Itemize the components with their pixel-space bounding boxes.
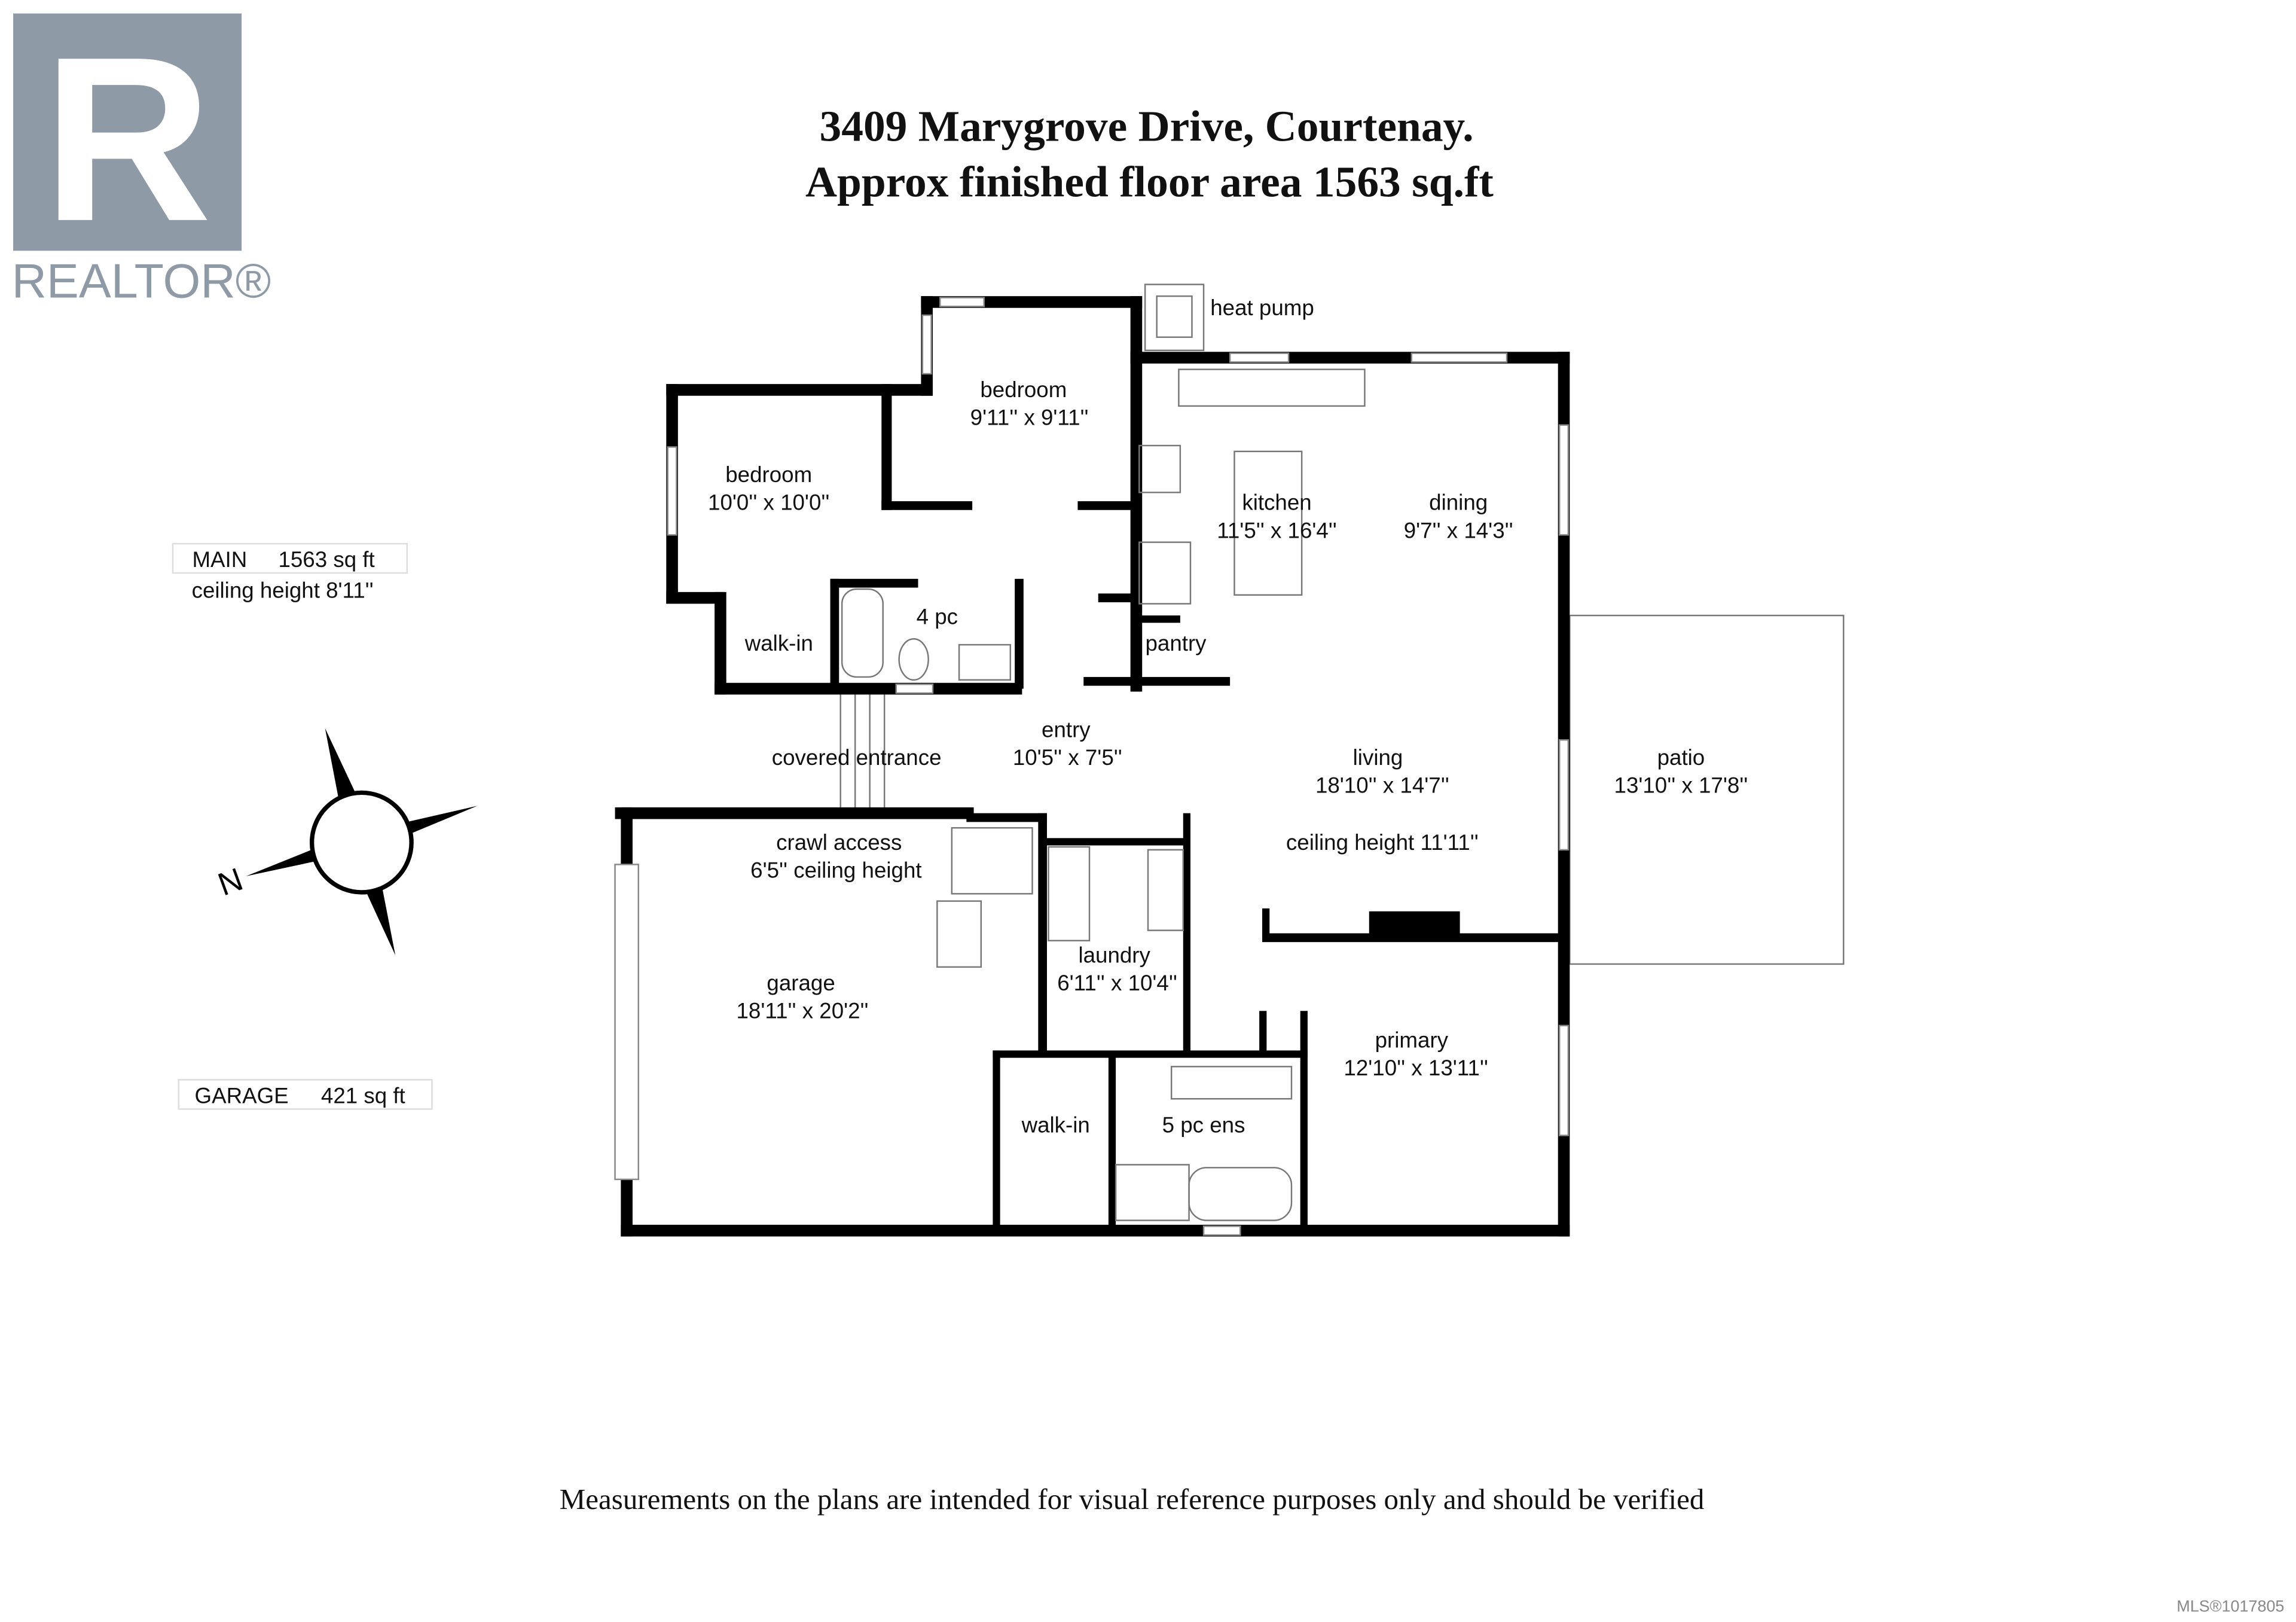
logo-text: REALTOR® xyxy=(12,255,271,309)
dims-bedroom2: 9'11'' x 9'11'' xyxy=(970,406,1089,430)
dims-living: 18'10'' x 14'7'' xyxy=(1315,773,1449,797)
label-heat-pump: heat pump xyxy=(1210,295,1314,320)
label-patio: patio xyxy=(1657,745,1705,770)
legend-garage-label: GARAGE xyxy=(195,1084,289,1108)
legend-main-label: MAIN xyxy=(192,547,247,572)
realtor-logo: R REALTOR® xyxy=(12,8,271,309)
label-entry: entry xyxy=(1042,717,1091,742)
dims-entry: 10'5'' x 7'5'' xyxy=(1013,745,1122,770)
label-primary: primary xyxy=(1375,1028,1449,1053)
disclaimer: Measurements on the plans are intended f… xyxy=(560,1483,1705,1516)
living-ceiling: ceiling height 11'11'' xyxy=(1286,830,1479,855)
dims-kitchen: 11'5'' x 16'4'' xyxy=(1217,518,1337,542)
dims-bedroom1: 10'0'' x 10'0'' xyxy=(708,490,829,515)
dims-patio: 13'10'' x 17'8'' xyxy=(1614,773,1748,797)
legend-garage-area: 421 sq ft xyxy=(321,1084,405,1108)
label-bedroom2: bedroom xyxy=(980,377,1067,402)
title-address: 3409 Marygrove Drive, Courtenay. xyxy=(820,102,1474,151)
dims-primary: 12'10'' x 13'11'' xyxy=(1344,1056,1488,1080)
label-laundry: laundry xyxy=(1078,943,1150,967)
label-dining: dining xyxy=(1429,490,1488,515)
legend-main-ceiling: ceiling height 8'11'' xyxy=(192,578,374,603)
dims-laundry: 6'11'' x 10'4'' xyxy=(1057,971,1177,995)
logo-mark: R xyxy=(43,8,212,270)
label-walkin1: walk-in xyxy=(744,631,813,655)
compass-icon: N xyxy=(213,728,478,956)
compass-north-label: N xyxy=(213,861,248,903)
label-4pc: 4 pc xyxy=(917,605,958,629)
legend-garage-box xyxy=(178,1079,433,1110)
label-pantry: pantry xyxy=(1145,631,1207,655)
label-walkin2: walk-in xyxy=(1021,1113,1090,1138)
label-kitchen: kitchen xyxy=(1242,490,1311,515)
dims-dining: 9'7'' x 14'3'' xyxy=(1404,518,1513,542)
label-crawl-access: crawl access xyxy=(776,830,902,855)
mls-number: MLS®1017805 xyxy=(2176,1597,2284,1615)
label-living: living xyxy=(1353,745,1403,770)
title-area: Approx finished floor area 1563 sq.ft xyxy=(805,158,1494,206)
heat-pump-icon xyxy=(1144,283,1205,352)
crawl-ceiling: 6'5'' ceiling height xyxy=(750,858,921,882)
label-garage: garage xyxy=(767,971,835,995)
legend-main-box xyxy=(172,542,408,574)
windows xyxy=(614,297,1570,1236)
label-bedroom1: bedroom xyxy=(725,462,812,487)
covered-entrance-posts xyxy=(839,691,886,810)
label-covered-entrance: covered entrance xyxy=(772,745,942,770)
dims-garage: 18'11'' x 20'2'' xyxy=(737,999,869,1023)
legend-main-area: 1563 sq ft xyxy=(278,547,374,572)
fixtures xyxy=(841,368,1366,1221)
label-ensuite: 5 pc ens xyxy=(1162,1113,1245,1138)
